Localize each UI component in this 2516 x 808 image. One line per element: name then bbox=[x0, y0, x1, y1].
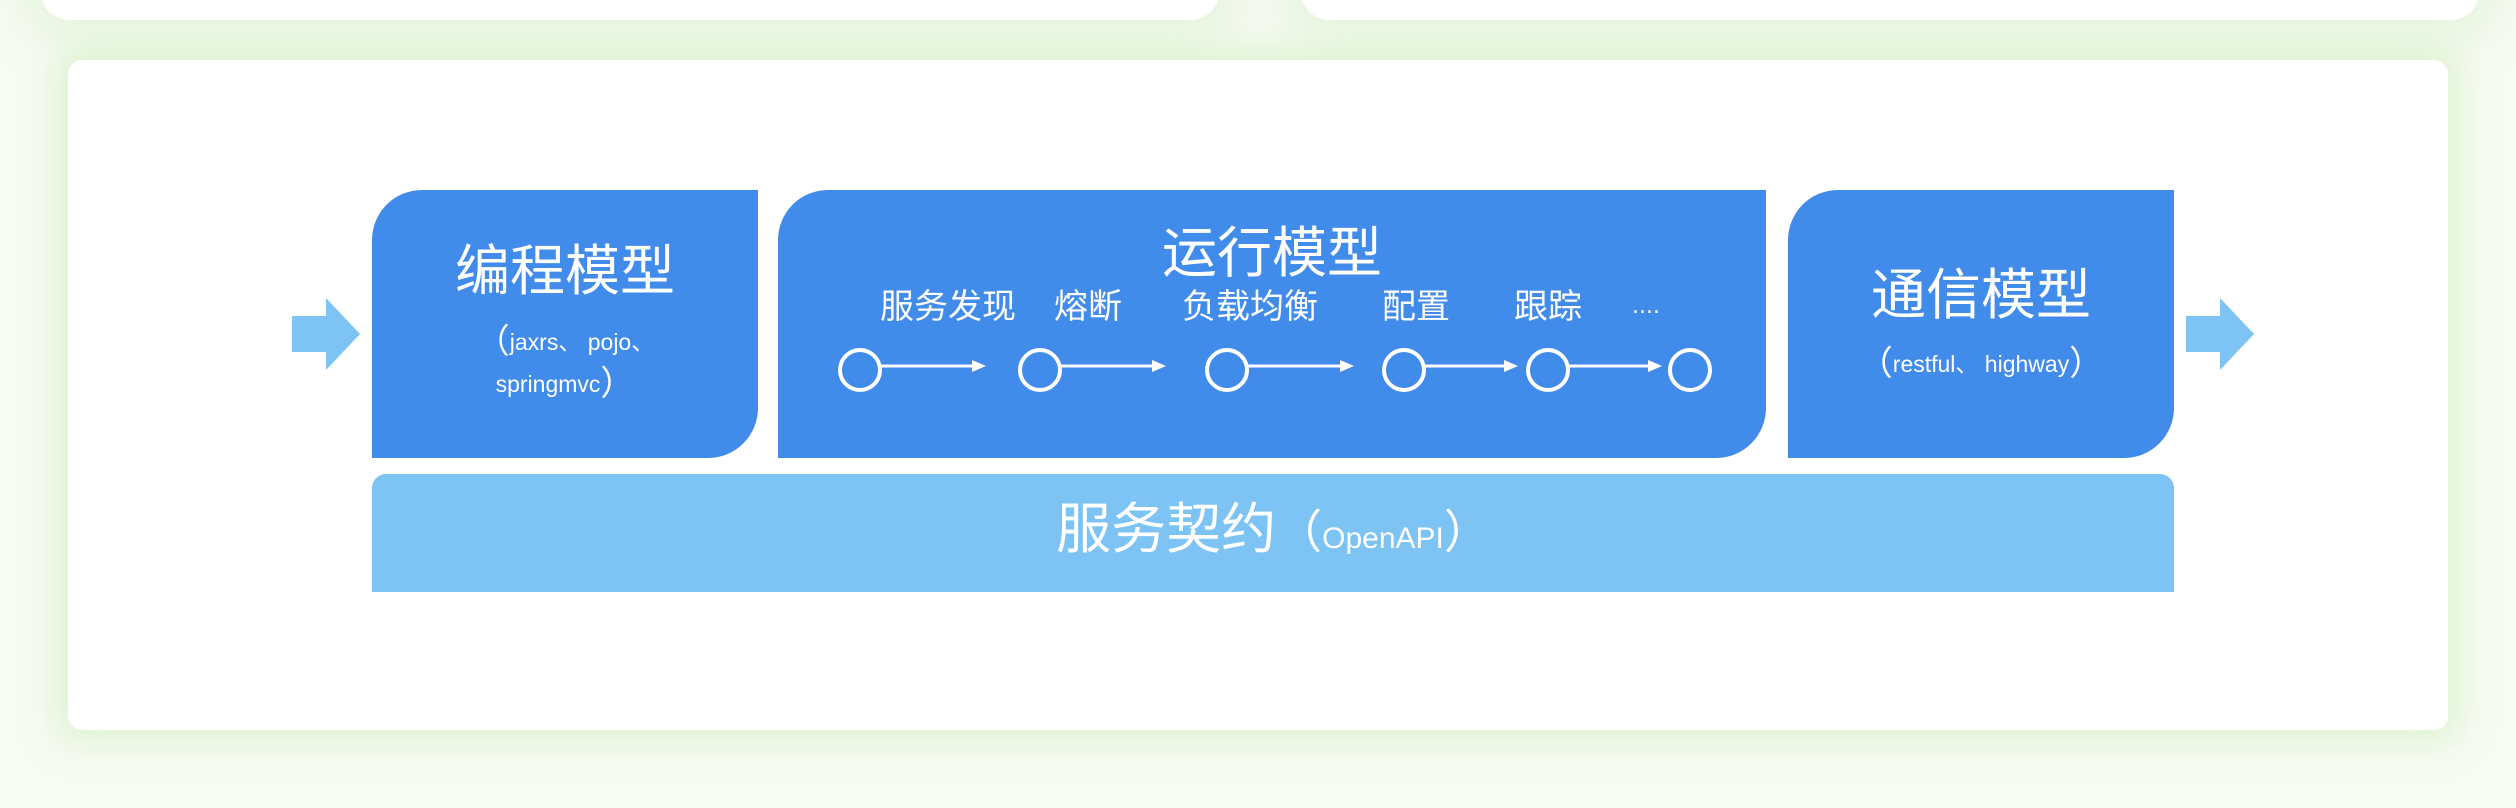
service-contract-bar: 服务契约（OpenAPI） bbox=[372, 474, 2174, 592]
programming-model-title: 编程模型 bbox=[454, 239, 675, 303]
service-contract-label: 服务契约（OpenAPI） bbox=[372, 502, 2174, 557]
step-more: .... bbox=[1632, 294, 1660, 319]
runtime-model-title: 运行模型 bbox=[1161, 221, 1382, 285]
background-glow-right bbox=[1300, 0, 2480, 20]
service-contract-spec: OpenAPI bbox=[1322, 522, 1444, 555]
step-service-discovery: 服务发现 bbox=[880, 287, 1016, 327]
flow-arrowhead-4-icon bbox=[1504, 360, 1518, 372]
communication-model-protocols: （restful、 highway） bbox=[1788, 336, 2174, 385]
communication-model-line1: restful、 highway bbox=[1892, 351, 2070, 377]
programming-model-box: 编程模型 （jaxrs、 pojo、 springmvc） bbox=[372, 190, 758, 458]
flow-node-2-icon bbox=[1018, 348, 1062, 392]
paren-open: （ bbox=[1858, 345, 1893, 383]
flow-node-6-icon bbox=[1668, 348, 1712, 392]
paren-close: ） bbox=[600, 365, 635, 403]
background-glow-left bbox=[40, 0, 1220, 20]
communication-model-title: 通信模型 bbox=[1870, 263, 2091, 327]
flow-node-4-icon bbox=[1382, 348, 1426, 392]
flow-node-3-icon bbox=[1205, 348, 1249, 392]
step-configuration: 配置 bbox=[1382, 287, 1450, 327]
input-arrow-icon bbox=[292, 298, 360, 370]
flow-node-1-icon bbox=[838, 348, 882, 392]
runtime-flow-chain bbox=[838, 348, 1712, 392]
step-tracing: 跟踪 bbox=[1514, 287, 1582, 327]
paren-close: ） bbox=[1443, 505, 1490, 559]
flow-arrowhead-2-icon bbox=[1152, 360, 1166, 372]
programming-model-frameworks: （jaxrs、 pojo、 bbox=[372, 314, 758, 363]
step-circuit-breaker: 熔断 bbox=[1054, 287, 1122, 327]
programming-model-line1: jaxrs、 pojo、 bbox=[509, 329, 655, 355]
communication-model-box: 通信模型 （restful、 highway） bbox=[1788, 190, 2174, 458]
output-arrow-icon bbox=[2186, 298, 2254, 370]
runtime-model-box: 运行模型 服务发现 熔断 负载均衡 配置 跟踪 .... bbox=[778, 190, 1766, 458]
paren-open: （ bbox=[1276, 505, 1323, 559]
flow-node-5-icon bbox=[1526, 348, 1570, 392]
flow-arrowhead-1-icon bbox=[972, 360, 986, 372]
programming-model-frameworks-cont: springmvc） bbox=[372, 356, 758, 405]
paren-open: （ bbox=[475, 323, 510, 361]
flow-arrowhead-5-icon bbox=[1648, 360, 1662, 372]
paren-close: ） bbox=[2069, 345, 2104, 383]
step-load-balancing: 负载均衡 bbox=[1182, 287, 1318, 327]
service-contract-title: 服务契约 bbox=[1056, 497, 1277, 561]
programming-model-line2: springmvc bbox=[495, 371, 601, 397]
flow-arrowhead-3-icon bbox=[1340, 360, 1354, 372]
